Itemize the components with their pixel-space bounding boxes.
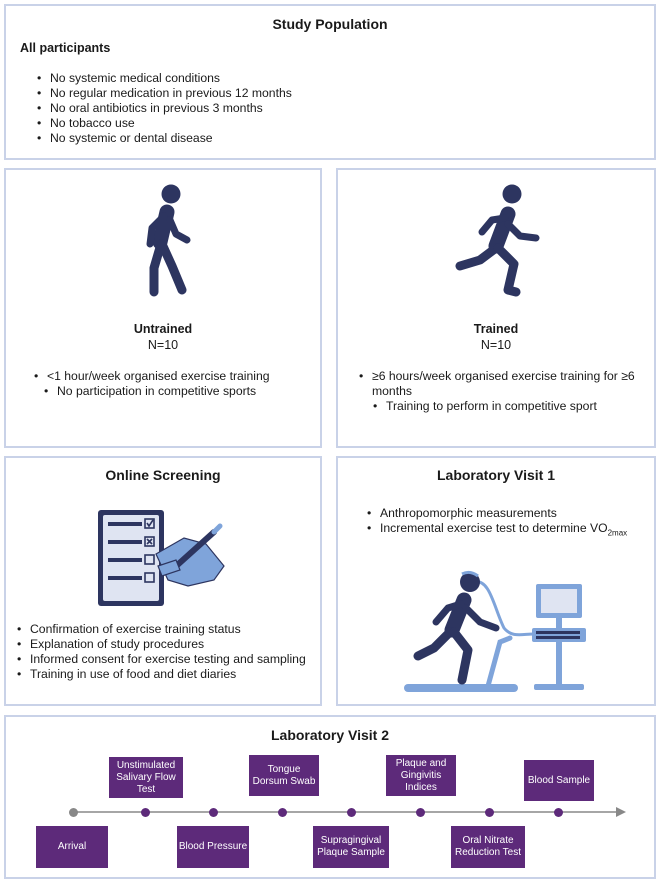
trained-count: N=10 xyxy=(480,338,512,352)
trained-title: Trained xyxy=(473,322,519,336)
timeline-step-nitrate-test: Oral Nitrate Reduction Test xyxy=(451,826,525,868)
laboratory-visit-2-panel: Laboratory Visit 2 Arrival Unstimulated … xyxy=(4,715,656,879)
timeline-dot xyxy=(278,808,287,817)
screening-item: Training in use of food and diet diaries xyxy=(16,667,314,682)
timeline-step-blood-sample: Blood Sample xyxy=(524,760,594,801)
trained-item: Training to perform in competitive sport xyxy=(372,399,648,414)
trained-item: ≥6 hours/week organised exercise trainin… xyxy=(358,369,648,399)
laboratory-visit-1-panel: Laboratory Visit 1 Anthropomorphic measu… xyxy=(336,456,656,706)
study-population-title: Study Population xyxy=(272,16,388,32)
criterion-item: No tobacco use xyxy=(36,116,292,131)
timeline-dot xyxy=(347,808,356,817)
trained-panel: Trained N=10 ≥6 hours/week organised exe… xyxy=(336,168,656,448)
visit-1-list: Anthropomorphic measurements Incremental… xyxy=(366,506,644,540)
criterion-item: No systemic medical conditions xyxy=(36,71,292,86)
vo2max-subscript: 2max xyxy=(607,528,628,538)
screening-item: Confirmation of exercise training status xyxy=(16,622,314,637)
timeline-step-blood-pressure: Blood Pressure xyxy=(177,826,249,868)
timeline-step-tongue-swab: Tongue Dorsum Swab xyxy=(249,755,319,796)
timeline-step-plaque-sample: Supragingival Plaque Sample xyxy=(313,826,389,868)
untrained-title: Untrained xyxy=(133,322,193,336)
population-criteria-list: No systemic medical conditions No regula… xyxy=(36,71,292,146)
untrained-item: <1 hour/week organised exercise training xyxy=(33,369,270,384)
online-screening-panel: Online Screening Confirmation of exercis… xyxy=(4,456,322,706)
visit-1-item: Incremental exercise test to determine V… xyxy=(366,521,644,540)
timeline-dot xyxy=(141,808,150,817)
treadmill-test-icon xyxy=(404,570,586,692)
timeline-step-gingivitis-indices: Plaque and Gingivitis Indices xyxy=(386,755,456,796)
criterion-item: No oral antibiotics in previous 3 months xyxy=(36,101,292,116)
untrained-item: No participation in competitive sports xyxy=(43,384,270,399)
untrained-criteria-list: <1 hour/week organised exercise training… xyxy=(33,369,270,399)
timeline-step-salivary-flow: Unstimulated Salivary Flow Test xyxy=(109,757,183,798)
screening-item: Explanation of study procedures xyxy=(16,637,314,652)
criterion-item: No systemic or dental disease xyxy=(36,131,292,146)
visit-1-item-text: Incremental exercise test to determine V… xyxy=(380,521,608,535)
checklist-icon xyxy=(98,510,225,606)
all-participants-heading: All participants xyxy=(20,41,111,55)
screening-item: Informed consent for exercise testing an… xyxy=(16,652,314,667)
online-screening-title: Online Screening xyxy=(105,467,221,483)
timeline-step-arrival: Arrival xyxy=(36,826,108,868)
timeline-dot xyxy=(69,808,78,817)
timeline-dot xyxy=(485,808,494,817)
laboratory-visit-2-title: Laboratory Visit 2 xyxy=(270,727,389,743)
laboratory-visit-1-title: Laboratory Visit 1 xyxy=(436,467,555,483)
timeline-line xyxy=(74,807,626,817)
timeline-dot xyxy=(554,808,563,817)
untrained-count: N=10 xyxy=(147,338,179,352)
trained-criteria-list: ≥6 hours/week organised exercise trainin… xyxy=(358,369,648,414)
criterion-item: No regular medication in previous 12 mon… xyxy=(36,86,292,101)
untrained-panel: Untrained N=10 <1 hour/week organised ex… xyxy=(4,168,322,448)
screening-steps-list: Confirmation of exercise training status… xyxy=(16,622,314,682)
timeline-dot xyxy=(209,808,218,817)
visit-1-item: Anthropomorphic measurements xyxy=(366,506,644,521)
timeline-dot xyxy=(416,808,425,817)
study-population-panel: Study Population All participants No sys… xyxy=(4,4,656,160)
walking-person-icon xyxy=(146,184,191,297)
running-person-icon xyxy=(455,184,540,297)
